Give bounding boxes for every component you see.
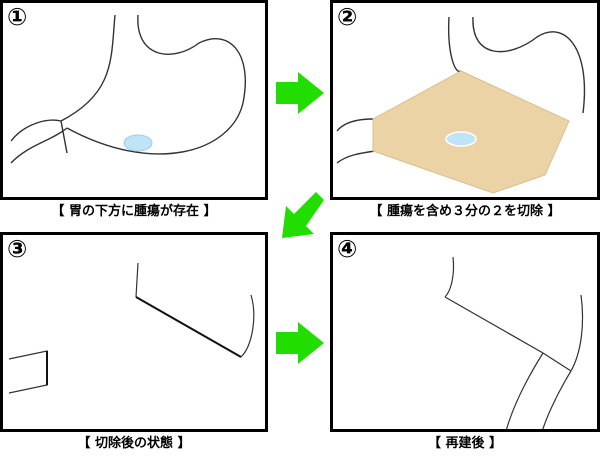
stomach-illustration — [10, 14, 246, 164]
step-number: ④ — [337, 235, 358, 263]
tumor-marker — [445, 131, 477, 147]
panel-step-1: ① — [0, 0, 268, 200]
caption-step-4: 【 再建後 】 — [427, 436, 503, 451]
stomach-illustration — [8, 262, 255, 394]
panel-step-4: ④ — [330, 232, 600, 432]
arrow-right-icon — [276, 322, 324, 364]
caption-step-2: 【 腫瘍を含め３分の２を切除 】 — [369, 204, 561, 219]
arrow-down-left-icon — [282, 192, 324, 238]
caption-step-1: 【 胃の下方に腫瘍が存在 】 — [51, 204, 217, 219]
step-number: ① — [7, 3, 28, 31]
arrow-right-icon — [276, 72, 324, 114]
stomach-illustration — [336, 16, 586, 194]
step-number: ② — [337, 3, 358, 31]
panel-step-2: ② — [330, 0, 600, 200]
step-number: ③ — [7, 235, 28, 263]
resection-area — [372, 70, 570, 194]
stomach-illustration — [444, 256, 584, 429]
panel-step-3: ③ — [0, 232, 268, 432]
tumor-marker — [123, 134, 153, 152]
caption-step-3: 【 切除後の状態 】 — [77, 436, 191, 451]
